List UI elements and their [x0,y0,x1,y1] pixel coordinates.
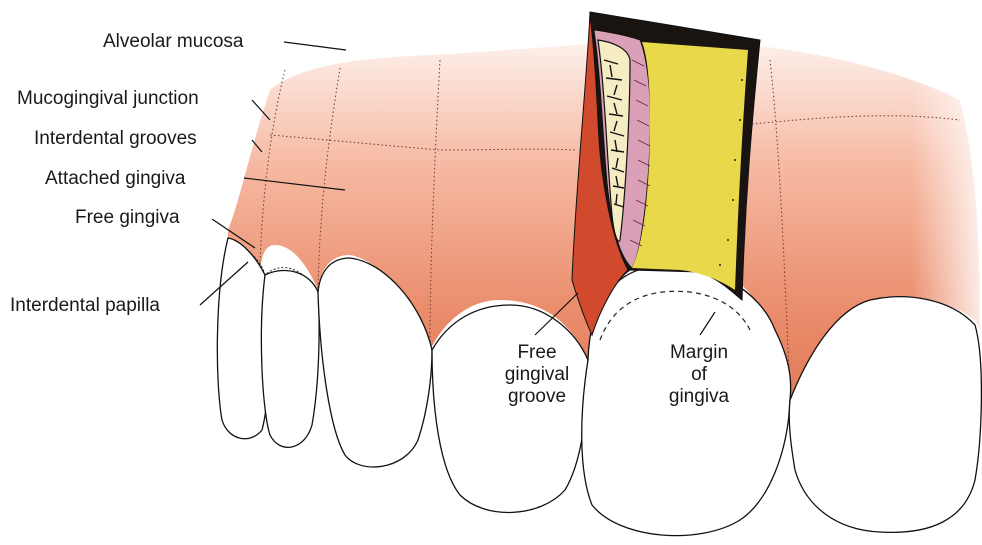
label-alveolar-mucosa: Alveolar mucosa [103,31,243,53]
tooth-2 [261,270,319,447]
label-mucogingival-junction: Mucogingival junction [17,88,199,110]
label-margin-of-gingiva-line-3: gingiva [649,386,749,408]
tooth-4 [432,305,588,512]
label-margin-of-gingiva: Margin of gingiva [649,342,749,408]
label-interdental-grooves: Interdental grooves [34,128,197,150]
leader-alveolar-mucosa [284,42,346,50]
label-attached-gingiva: Attached gingiva [45,168,186,190]
label-interdental-papilla: Interdental papilla [10,295,160,317]
label-free-gingival-groove-line-2: gingival [487,364,587,386]
label-free-gingiva: Free gingiva [75,207,180,229]
label-margin-of-gingiva-line-1: Margin [649,342,749,364]
label-margin-of-gingiva-line-2: of [649,364,749,386]
label-free-gingival-groove-line-1: Free [487,342,587,364]
label-free-gingival-groove: Free gingival groove [487,342,587,408]
label-free-gingival-groove-line-3: groove [487,386,587,408]
